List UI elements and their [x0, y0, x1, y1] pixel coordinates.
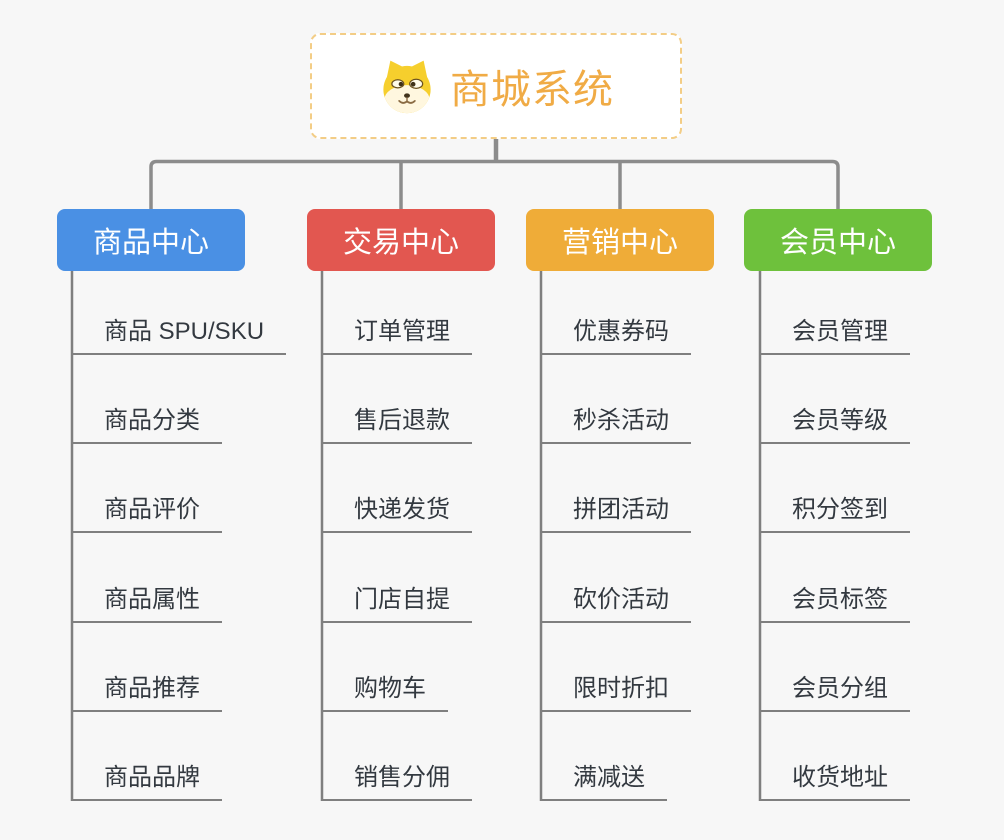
- leaf-topic[interactable]: 收货地址: [759, 759, 910, 801]
- leaf-topic[interactable]: 会员标签: [759, 581, 910, 623]
- root-topic-label: 商城系统: [450, 68, 614, 112]
- leaf-topic[interactable]: 快递发货: [321, 491, 472, 533]
- leaf-topic[interactable]: 满减送: [540, 759, 667, 801]
- leaf-topic[interactable]: 订单管理: [321, 313, 472, 355]
- leaf-topic[interactable]: 拼团活动: [540, 491, 691, 533]
- leaf-topic[interactable]: 门店自提: [321, 581, 472, 623]
- leaf-topic[interactable]: 销售分佣: [321, 759, 472, 801]
- leaf-topic[interactable]: 商品分类: [71, 402, 222, 444]
- branch-topic-product-center[interactable]: 商品中心: [57, 209, 245, 271]
- branch-topic-member-center[interactable]: 会员中心: [744, 209, 932, 271]
- leaf-topic[interactable]: 售后退款: [321, 402, 472, 444]
- leaf-topic[interactable]: 限时折扣: [540, 670, 691, 712]
- leaf-topic[interactable]: 商品品牌: [71, 759, 222, 801]
- leaf-topic[interactable]: 购物车: [321, 670, 448, 712]
- leaf-topic[interactable]: 商品评价: [71, 491, 222, 533]
- leaf-topic[interactable]: 优惠券码: [540, 313, 691, 355]
- leaf-topic[interactable]: 积分签到: [759, 491, 910, 533]
- leaf-topic[interactable]: 会员等级: [759, 402, 910, 444]
- dog-face-icon: [383, 60, 431, 114]
- leaf-topic[interactable]: 会员分组: [759, 670, 910, 712]
- branch-topic-trade-center[interactable]: 交易中心: [307, 209, 495, 271]
- branch-topic-marketing-center[interactable]: 营销中心: [526, 209, 714, 271]
- leaf-topic[interactable]: 商品推荐: [71, 670, 222, 712]
- leaf-topic[interactable]: 秒杀活动: [540, 402, 691, 444]
- leaf-topic[interactable]: 商品属性: [71, 581, 222, 623]
- leaf-topic[interactable]: 商品 SPU/SKU: [71, 313, 287, 355]
- root-topic[interactable]: 商城系统: [310, 33, 682, 139]
- leaf-topic[interactable]: 砍价活动: [540, 581, 691, 623]
- leaf-topic[interactable]: 会员管理: [759, 313, 910, 355]
